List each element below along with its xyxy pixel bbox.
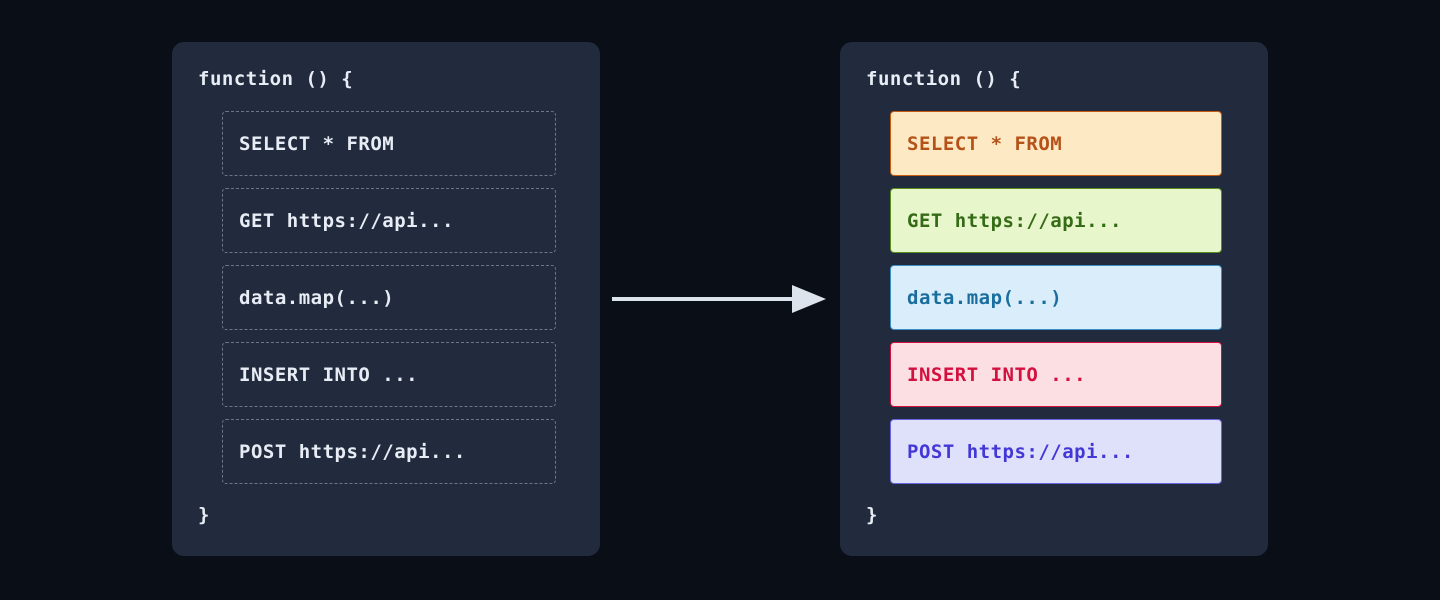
before-panel: function () { SELECT * FROM GET https://… xyxy=(172,42,600,556)
before-statement-3[interactable]: INSERT INTO ... xyxy=(222,342,556,407)
before-statement-0-label: SELECT * FROM xyxy=(239,132,395,155)
before-statement-1[interactable]: GET https://api... xyxy=(222,188,556,253)
before-function-footer: } xyxy=(198,504,210,526)
after-function-header: function () { xyxy=(866,68,1022,90)
after-statement-0[interactable]: SELECT * FROM xyxy=(890,111,1222,176)
after-panel: function () { SELECT * FROM GET https://… xyxy=(840,42,1268,556)
after-statement-2[interactable]: data.map(...) xyxy=(890,265,1222,330)
arrow-right-icon xyxy=(612,285,826,313)
after-statement-1[interactable]: GET https://api... xyxy=(890,188,1222,253)
before-function-header: function () { xyxy=(198,68,354,90)
after-function-footer: } xyxy=(866,504,878,526)
after-statement-4-label: POST https://api... xyxy=(907,440,1134,463)
before-statement-2-label: data.map(...) xyxy=(239,286,395,309)
before-statement-0[interactable]: SELECT * FROM xyxy=(222,111,556,176)
before-statement-4-label: POST https://api... xyxy=(239,440,466,463)
after-statement-4[interactable]: POST https://api... xyxy=(890,419,1222,484)
before-statement-4[interactable]: POST https://api... xyxy=(222,419,556,484)
before-statement-2[interactable]: data.map(...) xyxy=(222,265,556,330)
before-statement-list: SELECT * FROM GET https://api... data.ma… xyxy=(198,111,574,484)
after-statement-1-label: GET https://api... xyxy=(907,209,1122,232)
after-statement-list: SELECT * FROM GET https://api... data.ma… xyxy=(866,111,1242,484)
before-statement-1-label: GET https://api... xyxy=(239,209,454,232)
after-statement-3[interactable]: INSERT INTO ... xyxy=(890,342,1222,407)
after-statement-3-label: INSERT INTO ... xyxy=(907,363,1087,386)
before-statement-3-label: INSERT INTO ... xyxy=(239,363,419,386)
after-statement-2-label: data.map(...) xyxy=(907,286,1063,309)
after-statement-0-label: SELECT * FROM xyxy=(907,132,1063,155)
